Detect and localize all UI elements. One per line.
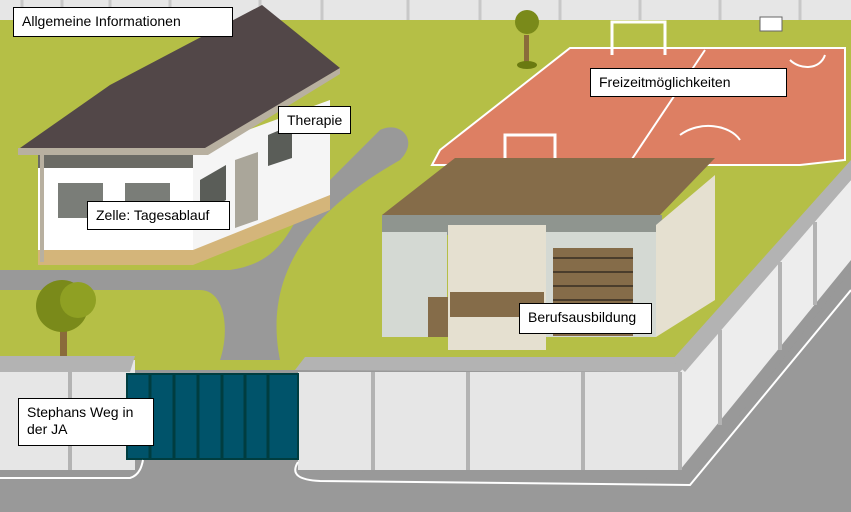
curb-line bbox=[0, 289, 851, 487]
workshop-building bbox=[382, 158, 715, 350]
label-vocational-training[interactable]: Berufsausbildung bbox=[519, 303, 652, 334]
goal-posts bbox=[503, 20, 667, 158]
label-leisure-activities[interactable]: Freizeitmöglichkeiten bbox=[590, 68, 787, 97]
label-therapy[interactable]: Therapie bbox=[278, 106, 351, 134]
tree-top bbox=[515, 10, 539, 69]
grass-patch bbox=[0, 290, 225, 360]
tree-left bbox=[36, 280, 96, 360]
label-general-information[interactable]: Allgemeine Informationen bbox=[13, 7, 233, 37]
label-cell-daily-routine[interactable]: Zelle: Tagesablauf bbox=[87, 201, 230, 230]
roof bbox=[20, 5, 340, 150]
basketball-hoop bbox=[759, 16, 783, 32]
lower-road-main bbox=[0, 270, 851, 512]
label-stephans-path[interactable]: Stephans Weg in der JA bbox=[18, 398, 154, 446]
entrance-gate bbox=[126, 373, 299, 460]
